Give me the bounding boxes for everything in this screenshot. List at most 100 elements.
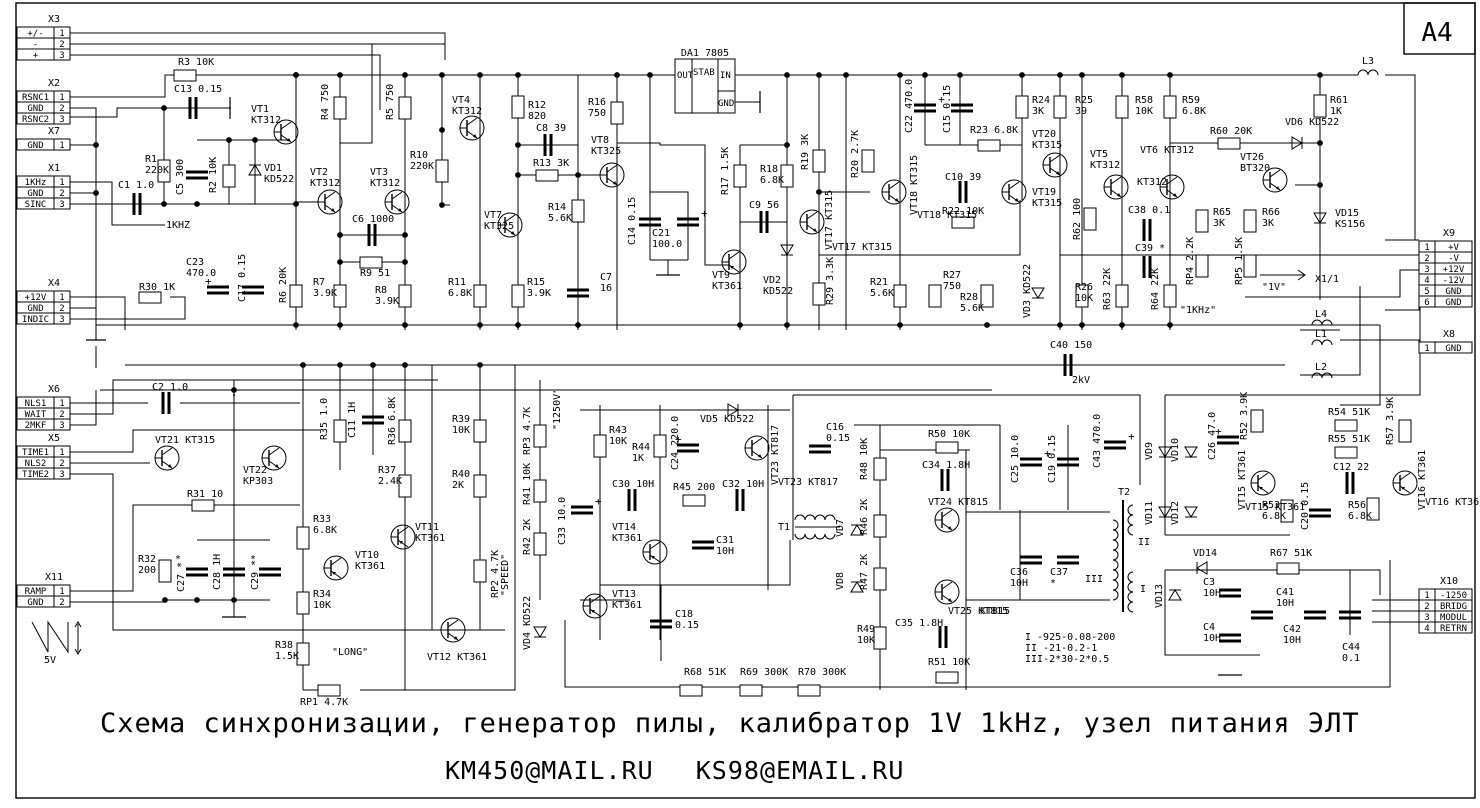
junction-dot	[337, 362, 343, 368]
pin-number: 2	[59, 459, 64, 469]
label: RP5 1.5K	[1234, 237, 1245, 285]
label: R14	[548, 202, 566, 213]
wire	[70, 599, 270, 603]
emitter-arrow	[1259, 487, 1263, 490]
pin-number: 2	[59, 40, 64, 50]
label: VT15 KT361	[1245, 502, 1305, 513]
emitter-arrow	[895, 198, 899, 202]
transistor-vt26	[1262, 167, 1288, 193]
wire	[254, 140, 296, 205]
label: VT10	[355, 550, 379, 561]
junction-dot	[515, 142, 521, 148]
resistor-r42	[533, 532, 547, 556]
resistor-r51	[935, 671, 959, 684]
pin-number: 3	[1424, 613, 1429, 623]
label: R69 300K	[740, 667, 788, 678]
label: KT361	[612, 600, 642, 611]
label: VT23 KT817	[778, 477, 838, 488]
label: 3.9K	[313, 288, 337, 299]
diode-vd3	[1031, 287, 1045, 299]
wire	[70, 54, 381, 110]
pin-name: GND	[1445, 287, 1461, 297]
resistor-r43	[593, 434, 607, 458]
connector-ref: X11	[45, 572, 63, 583]
emitter-arrow	[1173, 193, 1177, 197]
label: VD15	[1335, 208, 1359, 219]
label: 1.5K	[275, 651, 299, 662]
label: R46 2K	[859, 499, 870, 535]
label: RP4 2.2K	[1185, 237, 1196, 285]
label: *	[175, 554, 181, 565]
label: 750	[588, 108, 606, 119]
pin-number: 2	[1424, 254, 1429, 264]
wire	[1164, 570, 1260, 656]
label: 39	[1075, 106, 1087, 117]
label: R64 22K	[1150, 268, 1161, 310]
resistor-r13	[535, 169, 559, 182]
label: C26 47.0	[1207, 412, 1218, 460]
label: 10K	[1075, 293, 1093, 304]
pin-number: 1	[1424, 243, 1429, 253]
label: KT315	[1032, 198, 1062, 209]
resistor-r9	[359, 256, 383, 269]
winding-II	[1127, 504, 1134, 536]
resistor-r24	[1015, 95, 1029, 119]
label: C35 1.8H	[895, 618, 943, 629]
resistor-r28	[980, 284, 994, 308]
resistor-rp4	[1195, 254, 1209, 278]
label: "1250V"	[552, 388, 563, 430]
pin-name: RAMP	[25, 587, 47, 597]
collector-lead	[649, 541, 661, 550]
resistor-r22	[951, 216, 975, 229]
collector-lead	[1049, 154, 1061, 163]
diode-vd8	[850, 581, 864, 593]
label: C7	[600, 272, 612, 283]
resistor-r17	[733, 164, 747, 188]
label: VT8	[591, 135, 609, 146]
connector-ref: X5	[48, 433, 60, 444]
label: 10H	[716, 546, 734, 557]
regulator-ref: DA1 7805	[681, 48, 729, 59]
pin-name: +/-	[27, 29, 43, 39]
label: R48 10K	[859, 438, 870, 480]
junction-dot	[515, 72, 521, 78]
label: VD5 KD522	[700, 414, 754, 425]
wire	[70, 429, 320, 453]
label: VT5	[1090, 149, 1108, 160]
label: 6.8K	[1182, 106, 1206, 117]
label: 3K	[1213, 218, 1225, 229]
label: VT14	[612, 522, 636, 533]
diode-vd4	[533, 626, 547, 638]
label: KT312	[310, 178, 340, 189]
label: R19 3K	[800, 134, 811, 170]
resistor-r36	[398, 419, 412, 443]
inductor-l1	[1311, 339, 1333, 346]
junction-dot	[337, 322, 343, 328]
label: KT361	[355, 561, 385, 572]
wire	[1340, 325, 1381, 406]
label: C19 0.15	[1047, 435, 1058, 483]
resistor-rp3	[533, 424, 547, 448]
junction-dot	[337, 259, 343, 265]
label: C44	[1342, 642, 1360, 653]
label: R39	[452, 414, 470, 425]
label: +	[1215, 425, 1222, 438]
transistor-vt23	[744, 435, 770, 461]
pin-number: 3	[59, 470, 64, 480]
collector-lead	[941, 581, 953, 590]
label: KT361	[612, 533, 642, 544]
pin-name: GND	[27, 304, 43, 314]
junction-dot	[515, 172, 521, 178]
label: 5.6K	[548, 213, 572, 224]
vt17-label: VT17 KT315	[824, 190, 835, 250]
label: R66	[1262, 207, 1280, 218]
connector-ref: X9	[1443, 228, 1455, 239]
resistor-r60	[1217, 137, 1241, 150]
label: C43 470.0	[1092, 414, 1103, 468]
resistor-r10	[435, 159, 449, 183]
